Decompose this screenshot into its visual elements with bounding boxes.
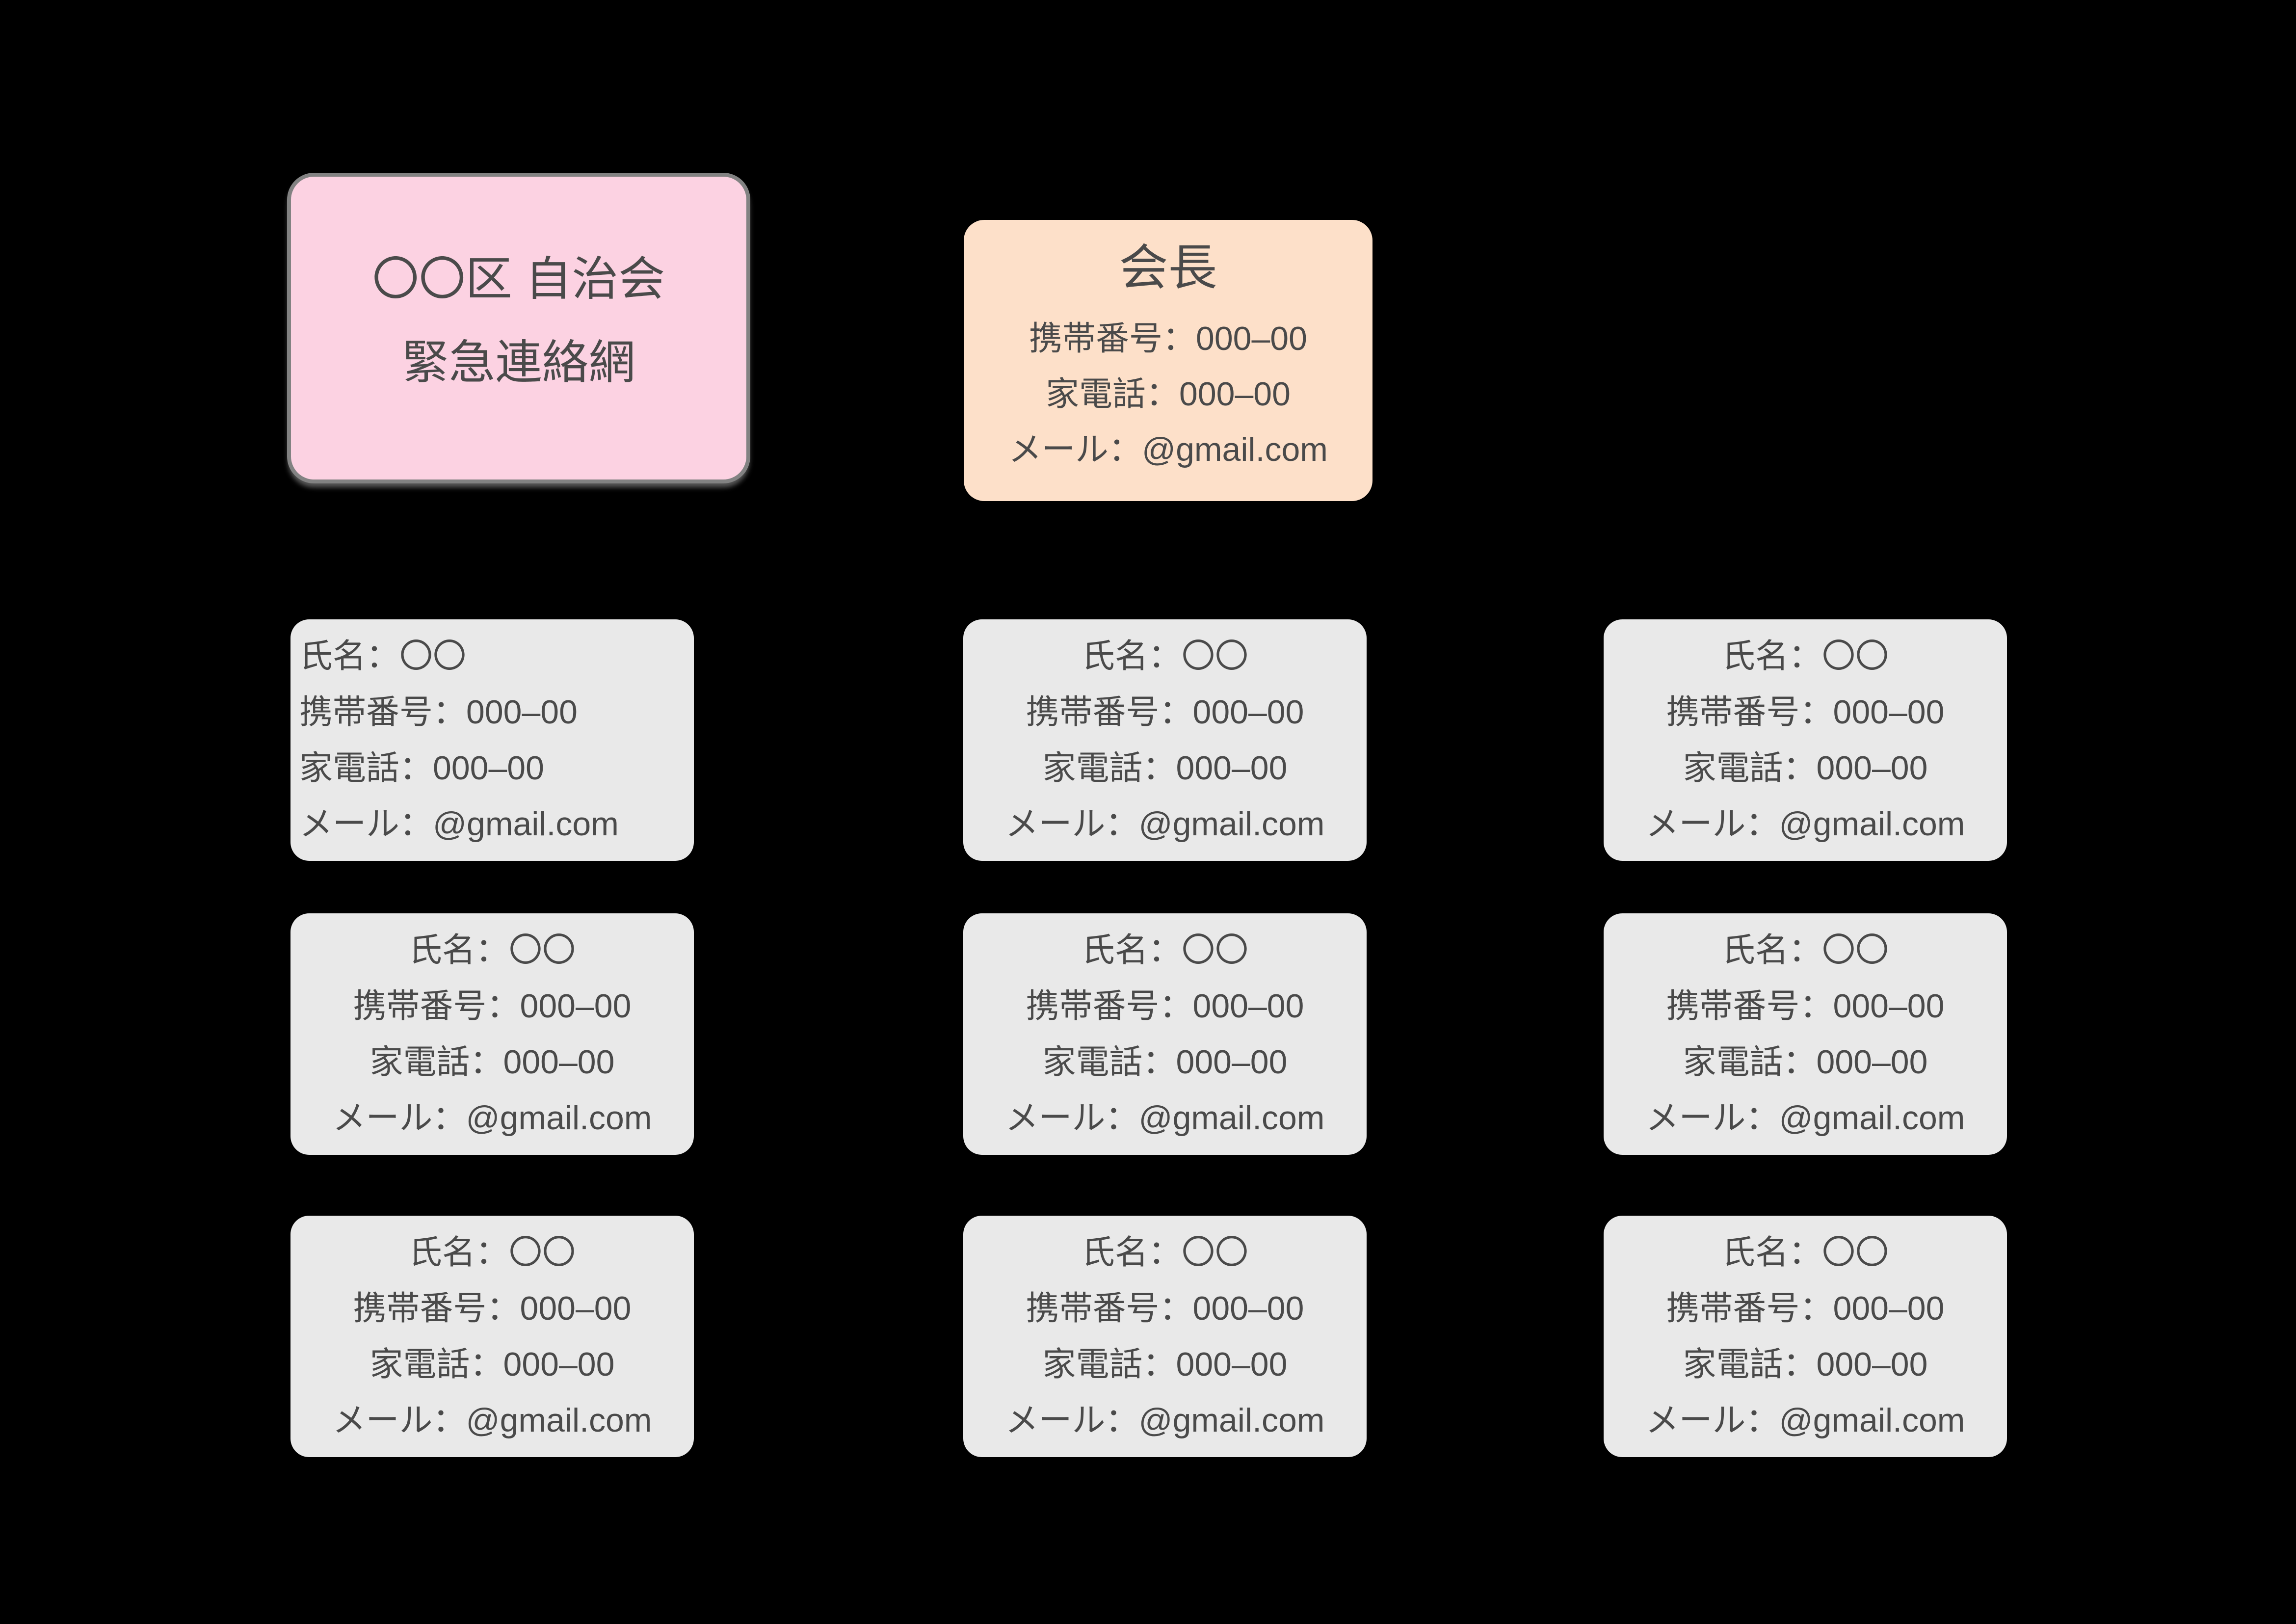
member-name-line: 氏名：〇〇 — [408, 932, 576, 969]
member-mobile-line: 携帯番号：000–00 — [353, 1290, 632, 1327]
member-name-line: 氏名：〇〇 — [1081, 638, 1248, 675]
member-home-phone-line: 家電話：000–00 — [369, 1346, 615, 1383]
member-email-line: メール：@gmail.com — [332, 1402, 652, 1439]
member-card: 氏名：〇〇 携帯番号：000–00 家電話：000–00 メール：@gmail.… — [1604, 619, 2007, 861]
member-name-line: 氏名：〇〇 — [1081, 1234, 1248, 1271]
member-home-phone-line: 家電話：000–00 — [1042, 749, 1288, 787]
member-email-line: メール：@gmail.com — [299, 805, 619, 843]
member-mobile-line: 携帯番号：000–00 — [1026, 693, 1304, 731]
member-email-line: メール：@gmail.com — [1645, 1099, 1965, 1137]
member-name-line: 氏名：〇〇 — [1721, 1234, 1889, 1271]
member-home-phone-line: 家電話：000–00 — [299, 749, 544, 787]
member-name-line: 氏名：〇〇 — [1721, 638, 1889, 675]
org-name-line: 〇〇区 自治会 — [372, 253, 665, 305]
member-card: 氏名：〇〇 携帯番号：000–00 家電話：000–00 メール：@gmail.… — [1604, 913, 2007, 1155]
member-mobile-line: 携帯番号：000–00 — [1026, 1290, 1304, 1327]
diagram-title-line: 緊急連絡網 — [402, 336, 635, 389]
member-name-line: 氏名：〇〇 — [1081, 932, 1248, 969]
member-email-line: メール：@gmail.com — [1005, 1402, 1325, 1439]
member-name-line: 氏名：〇〇 — [408, 1234, 576, 1271]
member-mobile-line: 携帯番号：000–00 — [1026, 987, 1304, 1025]
leader-email-line: メール：@gmail.com — [1008, 431, 1328, 468]
member-home-phone-line: 家電話：000–00 — [1683, 1043, 1928, 1081]
member-name-line: 氏名：〇〇 — [1721, 932, 1889, 969]
member-mobile-line: 携帯番号：000–00 — [1666, 987, 1945, 1025]
member-email-line: メール：@gmail.com — [1645, 805, 1965, 843]
leader-card: 会長 携帯番号：000–00 家電話：000–00 メール：@gmail.com — [964, 220, 1372, 501]
member-card: 氏名：〇〇 携帯番号：000–00 家電話：000–00 メール：@gmail.… — [963, 913, 1367, 1155]
member-email-line: メール：@gmail.com — [332, 1099, 652, 1137]
member-card: 氏名：〇〇 携帯番号：000–00 家電話：000–00 メール：@gmail.… — [963, 1216, 1367, 1457]
member-card: 氏名：〇〇 携帯番号：000–00 家電話：000–00 メール：@gmail.… — [290, 913, 694, 1155]
member-mobile-line: 携帯番号：000–00 — [353, 987, 632, 1025]
member-card: 氏名：〇〇 携帯番号：000–00 家電話：000–00 メール：@gmail.… — [1604, 1216, 2007, 1457]
member-home-phone-line: 家電話：000–00 — [1683, 1346, 1928, 1383]
leader-mobile-line: 携帯番号：000–00 — [1029, 320, 1307, 357]
member-card: 氏名：〇〇 携帯番号：000–00 家電話：000–00 メール：@gmail.… — [290, 619, 694, 861]
member-card: 氏名：〇〇 携帯番号：000–00 家電話：000–00 メール：@gmail.… — [290, 1216, 694, 1457]
member-home-phone-line: 家電話：000–00 — [1042, 1346, 1288, 1383]
member-home-phone-line: 家電話：000–00 — [369, 1043, 615, 1081]
member-mobile-line: 携帯番号：000–00 — [1666, 1290, 1945, 1327]
member-home-phone-line: 家電話：000–00 — [1042, 1043, 1288, 1081]
member-email-line: メール：@gmail.com — [1005, 1099, 1325, 1137]
leader-title: 会長 — [1119, 240, 1217, 295]
member-card: 氏名：〇〇 携帯番号：000–00 家電話：000–00 メール：@gmail.… — [963, 619, 1367, 861]
member-home-phone-line: 家電話：000–00 — [1683, 749, 1928, 787]
leader-home-phone-line: 家電話：000–00 — [1046, 375, 1291, 413]
member-email-line: メール：@gmail.com — [1005, 805, 1325, 843]
org-title-card: 〇〇区 自治会 緊急連絡網 — [287, 173, 750, 483]
member-email-line: メール：@gmail.com — [1645, 1402, 1965, 1439]
member-name-line: 氏名：〇〇 — [299, 638, 467, 675]
member-mobile-line: 携帯番号：000–00 — [299, 693, 578, 731]
member-mobile-line: 携帯番号：000–00 — [1666, 693, 1945, 731]
